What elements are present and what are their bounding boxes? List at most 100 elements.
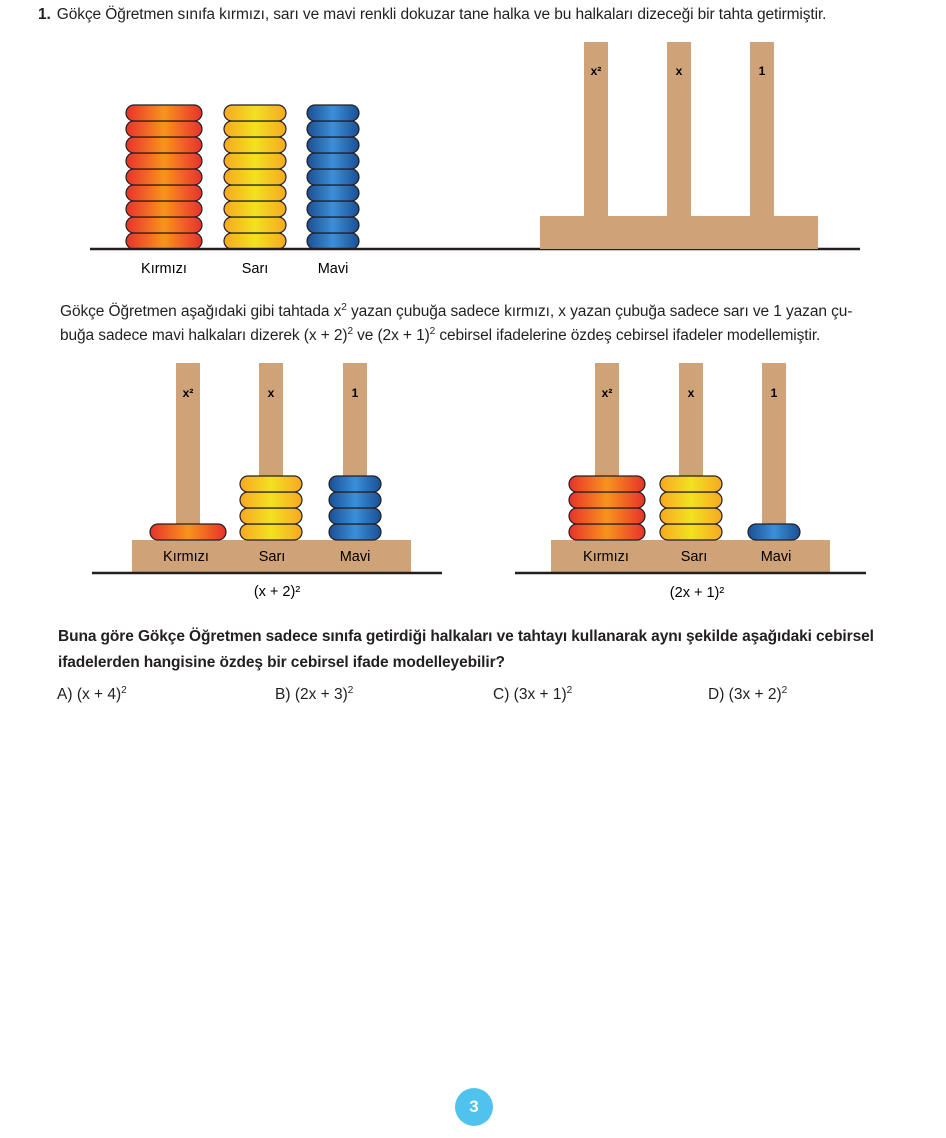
exponent: 2 xyxy=(347,325,353,337)
red-ring xyxy=(125,120,203,138)
option-exp: 2 xyxy=(121,684,127,696)
yellow-ring xyxy=(223,216,287,234)
blue-ring xyxy=(328,507,382,525)
peg-label-x: x xyxy=(688,386,695,400)
peg-label-x2: x² xyxy=(591,64,602,78)
option-expr: (x + 4) xyxy=(76,686,122,703)
blue-ring xyxy=(328,475,382,493)
blue-ring xyxy=(306,104,360,122)
blue-ring xyxy=(306,232,360,250)
option-expr: (3x + 1) xyxy=(513,686,567,703)
model-board-2: x² x 1 Kırmızı Sarı Mavi (2x + 1)² xyxy=(515,363,866,601)
model-figures: x² x 1 Kırmızı Sarı Mavi (x + 2)² x² x 1… xyxy=(92,363,866,601)
page-number-badge: 3 xyxy=(455,1088,493,1126)
yellow-ring xyxy=(239,507,303,525)
red-ring xyxy=(125,168,203,186)
exponent: 2 xyxy=(341,301,347,313)
red-ring xyxy=(125,216,203,234)
red-ring xyxy=(568,491,646,509)
red-label: Kırmızı xyxy=(141,261,187,277)
board-base xyxy=(551,540,830,572)
yellow-ring xyxy=(659,507,723,525)
model1-red-rings xyxy=(149,523,227,541)
yellow-ring xyxy=(239,523,303,541)
yellow-ring xyxy=(223,120,287,138)
model1-blue-rings xyxy=(328,475,382,541)
option-letter: A) xyxy=(57,686,73,703)
blue-ring xyxy=(306,184,360,202)
blue-label: Mavi xyxy=(318,261,349,277)
option-expr: (3x + 2) xyxy=(728,686,782,703)
option-d[interactable]: D) (3x + 2)2 xyxy=(708,684,788,704)
blue-ring xyxy=(306,216,360,234)
question-intro: 1. Gökçe Öğretmen sınıfa kırmızı, sarı ve… xyxy=(38,6,827,24)
yellow-label: Sarı xyxy=(242,261,269,277)
base-label-yellow: Sarı xyxy=(259,549,286,565)
prompt-line: ifadelerden hangisine özdeş bir cebirsel… xyxy=(58,654,505,671)
yellow-ring xyxy=(223,184,287,202)
yellow-ring xyxy=(223,136,287,154)
option-a[interactable]: A) (x + 4)2 xyxy=(57,684,127,704)
empty-board: x² x 1 xyxy=(540,42,818,249)
red-ring xyxy=(125,136,203,154)
blue-ring xyxy=(306,200,360,218)
model-caption-1: (x + 2)² xyxy=(254,584,300,600)
option-expr: (2x + 3) xyxy=(294,686,348,703)
yellow-ring xyxy=(223,152,287,170)
model1-yellow-rings xyxy=(239,475,303,541)
para-text: cebirsel ifadelerine özdeş cebirsel ifad… xyxy=(435,327,821,344)
peg-label-x2: x² xyxy=(183,386,194,400)
option-b[interactable]: B) (2x + 3)2 xyxy=(275,685,353,704)
option-exp: 2 xyxy=(566,684,573,696)
red-ring xyxy=(125,104,203,122)
peg-x2 xyxy=(584,42,608,218)
blue-ring xyxy=(328,491,382,509)
base-label-blue: Mavi xyxy=(761,549,792,565)
explanation-paragraph: Gökçe Öğretmen aşağıdaki gibi tahtada x2… xyxy=(60,300,928,348)
red-ring-stack xyxy=(125,104,203,250)
model2-red-rings xyxy=(568,475,646,541)
prompt-line: Buna göre Gökçe Öğretmen sadece sınıfa g… xyxy=(58,628,874,645)
para-text: Gökçe Öğretmen aşağıdaki gibi tahtada x xyxy=(60,303,342,320)
yellow-ring xyxy=(223,200,287,218)
red-ring xyxy=(125,184,203,202)
peg-x xyxy=(667,42,691,218)
red-ring xyxy=(125,152,203,170)
para-text: ve (2x + 1) xyxy=(352,327,430,344)
top-figure: Kırmızı Sarı Mavi x² x 1 xyxy=(90,42,860,277)
option-c[interactable]: C) (3x + 1)2 xyxy=(493,684,573,704)
red-ring xyxy=(568,475,646,493)
option-letter: B) xyxy=(275,686,291,703)
peg-label-1: 1 xyxy=(771,386,778,400)
blue-ring-stack xyxy=(306,104,360,250)
para-text: yazan çubuğa sadece kırmızı, x yazan çub… xyxy=(346,303,853,320)
blue-ring xyxy=(747,523,801,541)
blue-ring xyxy=(328,523,382,541)
model2-yellow-rings xyxy=(659,475,723,541)
yellow-ring-stack xyxy=(223,104,287,250)
exponent: 2 xyxy=(429,325,436,337)
option-exp: 2 xyxy=(781,684,788,696)
model-caption-2: (2x + 1)² xyxy=(670,585,725,601)
question-intro-text: Gökçe Öğretmen sınıfa kırmızı, sarı ve m… xyxy=(56,6,827,23)
peg-label-x2: x² xyxy=(602,386,613,400)
question-number: 1. xyxy=(38,6,51,23)
peg-1 xyxy=(750,42,774,218)
blue-ring xyxy=(306,120,360,138)
red-ring xyxy=(568,507,646,525)
yellow-ring xyxy=(223,104,287,122)
model-board-1: x² x 1 Kırmızı Sarı Mavi (x + 2)² xyxy=(92,363,442,600)
red-ring xyxy=(149,523,227,541)
red-ring xyxy=(125,232,203,250)
para-text: buğa sadece mavi halkaları dizerek (x + … xyxy=(60,327,348,344)
base-label-red: Kırmızı xyxy=(163,549,209,565)
yellow-ring xyxy=(659,523,723,541)
option-letter: D) xyxy=(708,686,725,703)
yellow-ring xyxy=(659,491,723,509)
yellow-ring xyxy=(239,491,303,509)
base-label-blue: Mavi xyxy=(340,549,371,565)
model2-blue-rings xyxy=(747,523,801,541)
base-label-yellow: Sarı xyxy=(681,549,708,565)
yellow-ring xyxy=(223,168,287,186)
option-letter: C) xyxy=(493,686,510,703)
